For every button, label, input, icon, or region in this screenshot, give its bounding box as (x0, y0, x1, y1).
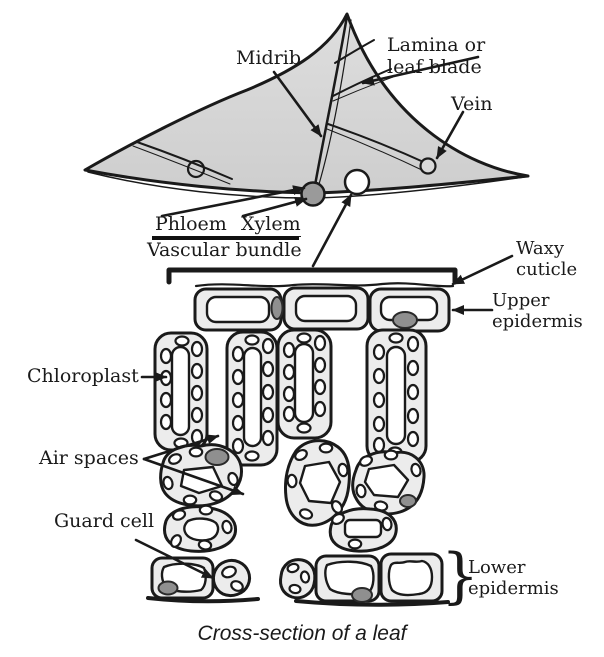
waxy-cuticle-line (194, 282, 455, 288)
air-space (298, 460, 342, 505)
air-space (343, 518, 383, 539)
palisade-cell-1 (153, 331, 209, 452)
xylem-label: Xylem (241, 213, 301, 237)
leaf-illustration (83, 12, 530, 207)
pointer-arrows (134, 55, 514, 580)
phloem-label: Phloem (155, 213, 227, 237)
upper-epidermis-label: Upper epidermis (492, 290, 583, 332)
midrib-line (312, 14, 349, 193)
xylem-arrow (241, 197, 308, 218)
spongy-cell-1 (159, 443, 243, 508)
lamina-label: Lamina or leaf blade (387, 34, 486, 78)
leaf-veins (132, 39, 429, 185)
air-space (183, 517, 220, 542)
midrib-label: Midrib (236, 47, 302, 69)
lamina-arrow (361, 55, 480, 86)
spongy-cell-3 (284, 439, 351, 527)
lower-epidermis-label: Lower epidermis (468, 557, 559, 599)
air-space (363, 463, 410, 499)
phloem-arrow (160, 185, 306, 218)
midrib-line-2 (316, 19, 352, 192)
epidermis-organelle (392, 311, 418, 329)
lower-epidermis-right (279, 552, 450, 607)
air-spaces-arrow-1 (142, 434, 220, 461)
guard-cell-pair (211, 558, 252, 598)
vein-label: Vein (451, 93, 493, 115)
lower-epidermis-left (146, 556, 260, 604)
spongy-cell-2 (163, 504, 238, 553)
waxy-cuticle-arrow (451, 254, 514, 286)
spongy-cell-4 (351, 449, 426, 516)
lower-epidermis-brace: } (441, 541, 480, 611)
guard-cell-label: Guard cell (54, 510, 155, 532)
palisade-cell-2 (225, 330, 279, 467)
vascular-bundle-arrow (311, 193, 353, 268)
spongy-cell-5 (328, 507, 398, 553)
upper-epidermis-cells (193, 286, 451, 333)
palisade-cell-3 (276, 328, 333, 440)
waxy-cuticle-label: Waxy cuticle (516, 238, 578, 280)
air-spaces-arrow-2 (142, 457, 245, 496)
vein-circle (419, 157, 437, 175)
lower-baseline (294, 599, 450, 607)
figure-caption: Cross-section of a leaf (197, 622, 407, 645)
vascular-bundle-dark-circle (300, 181, 326, 207)
epidermis-organelle (270, 296, 284, 320)
leaf-outline (83, 12, 530, 195)
midrib-arrow (272, 70, 323, 138)
vein-arrow (435, 110, 465, 160)
section-bracket (166, 267, 458, 285)
leaf-margin-circle (186, 159, 206, 179)
stoma-baseline (146, 596, 260, 604)
vascular-bundle-open-circle (343, 168, 371, 196)
air-spaces-label: Air spaces (39, 447, 139, 469)
chloroplast-label: Chloroplast (27, 365, 139, 387)
palisade-cell-4 (365, 328, 428, 464)
guard-cell-arrow (134, 538, 215, 580)
leaf-underside-edge (87, 171, 525, 199)
phloem-xylem-underline-bar (152, 236, 299, 240)
vascular-bundle-label: Vascular bundle (147, 239, 302, 261)
